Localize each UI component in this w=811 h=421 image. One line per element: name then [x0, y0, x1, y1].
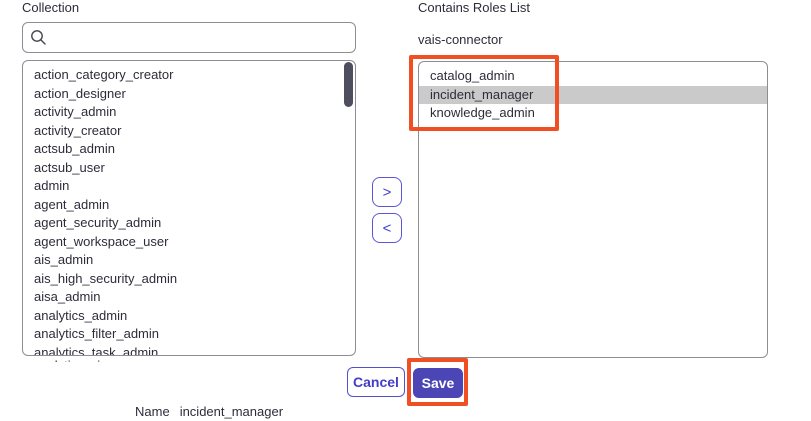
cancel-button[interactable]: Cancel: [347, 367, 405, 397]
save-button[interactable]: Save: [413, 368, 463, 398]
list-item[interactable]: knowledge_admin: [430, 105, 535, 120]
list-item[interactable]: agent_admin: [34, 196, 110, 212]
name-row: Name incident_manager: [135, 404, 283, 419]
list-item[interactable]: action_category_creator: [34, 67, 174, 82]
name-field-value: incident_manager: [179, 404, 284, 419]
search-input[interactable]: [53, 23, 355, 52]
list-item[interactable]: agent_security_admin: [34, 215, 162, 230]
list-item[interactable]: admin: [34, 178, 70, 193]
collection-list-scrollbar[interactable]: [344, 62, 353, 107]
list-item[interactable]: actsub_user: [34, 159, 105, 175]
list-item[interactable]: action_designer: [34, 85, 126, 101]
list-item[interactable]: analytics_filter_admin: [34, 326, 160, 341]
list-item[interactable]: aisa_admin: [34, 289, 101, 304]
list-item[interactable]: catalog_admin: [430, 68, 515, 83]
add-role-button[interactable]: >: [372, 177, 402, 207]
collection-list-clipped-item: analytics_viewer: [23, 358, 323, 362]
list-item[interactable]: agent_workspace_user: [34, 233, 169, 249]
remove-role-button[interactable]: <: [372, 213, 402, 243]
list-item[interactable]: actsub_admin: [34, 141, 115, 156]
list-item[interactable]: ais_admin: [34, 252, 94, 267]
list-item[interactable]: activity_admin: [34, 104, 117, 119]
list-item[interactable]: incident_manager: [419, 85, 767, 104]
list-item[interactable]: ais_high_security_admin: [34, 270, 178, 286]
collection-label: Collection: [22, 0, 80, 15]
list-item[interactable]: analytics_task_admin: [34, 344, 159, 356]
contains-roles-label: Contains Roles List: [418, 0, 530, 15]
group-name-label: vais-connector: [418, 32, 503, 47]
search-icon: [23, 23, 53, 52]
list-item[interactable]: activity_creator: [34, 122, 122, 138]
chevron-right-icon: >: [382, 183, 392, 201]
list-item[interactable]: analytics_admin: [34, 307, 128, 323]
name-field-label: Name: [135, 404, 170, 419]
collection-search[interactable]: [22, 22, 356, 53]
chevron-left-icon: <: [382, 219, 392, 237]
